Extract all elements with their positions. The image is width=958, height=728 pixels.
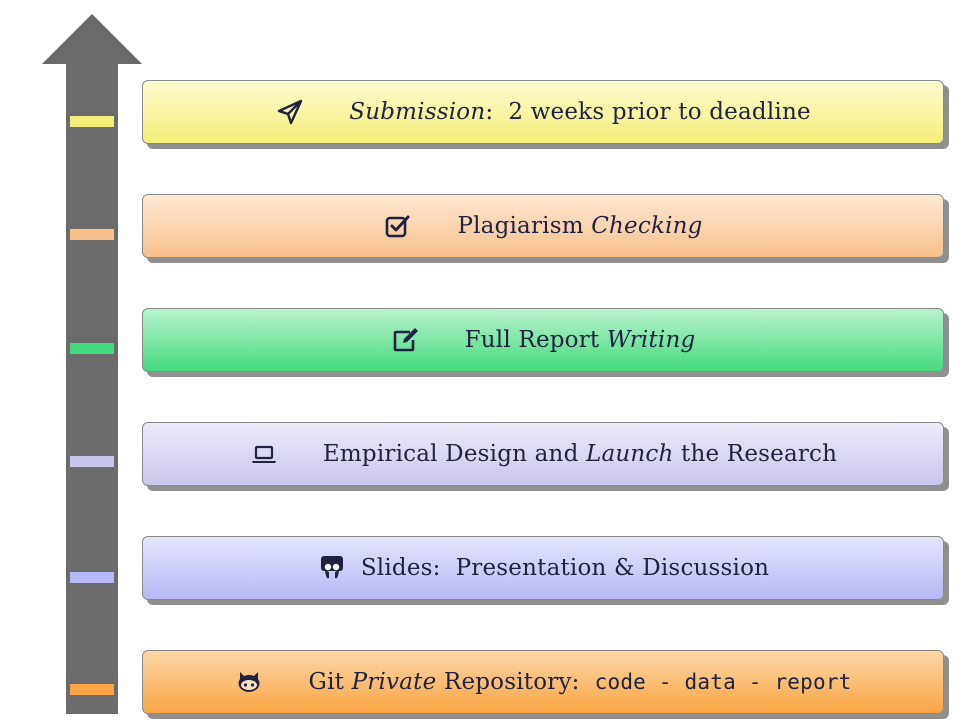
- submission-detail: : 2 weeks prior to deadline: [485, 99, 811, 125]
- stage-plagiarism: Plagiarism Checking: [142, 194, 944, 258]
- paper-plane-icon: [275, 97, 305, 127]
- empirical-tail: the Research: [673, 441, 838, 467]
- plagiarism-emphasis: Checking: [591, 213, 703, 239]
- repo-sep-1: -: [646, 670, 685, 694]
- slides-label: Slides: Presentation & Discussion: [360, 555, 770, 581]
- tick-plagiarism: [70, 229, 114, 240]
- arrow-head: [42, 14, 142, 64]
- stage-submission: Submission: 2 weeks prior to deadline: [142, 80, 944, 144]
- repo-sep-2: -: [735, 670, 775, 694]
- timeline-arrow: [66, 60, 118, 714]
- slideshare-icon: [317, 553, 347, 583]
- tick-slides: [70, 572, 114, 583]
- plagiarism-label: Plagiarism: [457, 213, 592, 239]
- submission-label: Submission: [349, 99, 486, 125]
- empirical-emphasis: Launch: [586, 441, 674, 467]
- stage-empirical: Empirical Design and Launch the Research: [142, 422, 944, 486]
- writing-label: Full Report: [464, 327, 607, 353]
- repo-label: Repository:: [436, 669, 595, 695]
- stage-writing: Full Report Writing: [142, 308, 944, 372]
- empirical-label: Empirical Design and: [322, 441, 586, 467]
- repo-data: data: [684, 670, 736, 694]
- writing-emphasis: Writing: [606, 327, 696, 353]
- tick-repository: [70, 684, 114, 695]
- repo-code: code: [594, 670, 647, 694]
- tick-empirical: [70, 456, 114, 467]
- stage-slides: Slides: Presentation & Discussion: [142, 536, 944, 600]
- repo-report: report: [774, 670, 852, 694]
- laptop-icon: [249, 439, 279, 469]
- checkbox-icon: [383, 211, 413, 241]
- stage-repository: Git Private Repository: code - data - re…: [142, 650, 944, 714]
- github-icon: [234, 667, 264, 697]
- edit-icon: [391, 325, 421, 355]
- repo-private: Private: [351, 669, 437, 695]
- repo-git: Git: [308, 669, 352, 695]
- tick-writing: [70, 343, 114, 354]
- tick-submission: [70, 116, 114, 127]
